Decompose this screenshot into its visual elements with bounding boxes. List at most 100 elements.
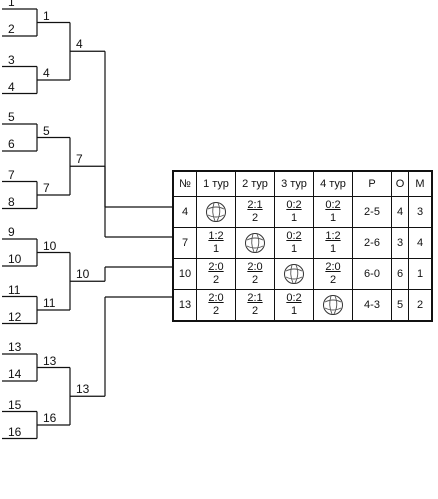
header-place: М: [408, 170, 433, 197]
round2-winner-label: 10: [76, 267, 90, 282]
round1-winner-label: 11: [43, 296, 56, 310]
total-points: 5: [391, 289, 409, 322]
match-points: 2: [251, 305, 259, 317]
seed-label: 12: [8, 309, 22, 324]
round1-winner-label: 1: [43, 8, 50, 23]
set-ratio: 2-6: [352, 227, 392, 259]
seed-label: 5: [8, 110, 15, 124]
total-points: 6: [391, 258, 409, 290]
set-score: 2:1: [247, 199, 263, 211]
seed-label: 14: [8, 367, 22, 381]
seed-label: 6: [8, 137, 15, 151]
header-round-3: 3 тур: [274, 170, 314, 197]
set-score: 1:2: [208, 230, 224, 242]
seed-label: 10: [8, 252, 22, 266]
seed-label: 1: [8, 0, 15, 9]
round1-winner-label: 4: [43, 66, 50, 80]
volleyball-icon: [274, 258, 314, 290]
header-points: О: [391, 170, 409, 197]
match-points: 2: [251, 274, 259, 286]
seed-label: 2: [8, 22, 15, 36]
final-place: 3: [408, 196, 433, 228]
team-number: 4: [172, 196, 197, 228]
volleyball-icon: [283, 263, 305, 285]
round2-winner-label: 7: [76, 152, 83, 167]
set-ratio: 6-0: [352, 258, 392, 290]
set-score: 0:2: [325, 199, 341, 211]
set-score: 2:0: [208, 292, 224, 304]
seed-label: 8: [8, 194, 15, 209]
seed-label: 9: [8, 225, 15, 239]
set-score: 0:2: [286, 230, 302, 242]
total-points: 4: [391, 196, 409, 228]
set-ratio: 4-3: [352, 289, 392, 322]
volleyball-icon: [244, 232, 266, 254]
volleyball-icon: [205, 201, 227, 223]
header-round-4: 4 тур: [313, 170, 353, 197]
match-points: 1: [212, 243, 220, 255]
seed-label: 11: [8, 282, 21, 297]
match-points: 2: [212, 274, 220, 286]
set-score: 1:2: [325, 230, 341, 242]
match-points: 2: [212, 305, 220, 317]
volleyball-icon: [322, 294, 344, 316]
volleyball-icon: [196, 196, 236, 228]
round1-winner-label: 7: [43, 181, 50, 195]
final-place: 2: [408, 289, 433, 322]
header-round-2: 2 тур: [235, 170, 275, 197]
round2-winner-label: 13: [76, 382, 90, 397]
total-points: 3: [391, 227, 409, 259]
seed-label: 3: [8, 52, 15, 67]
set-score: 2:0: [247, 261, 263, 273]
match-points: 1: [329, 243, 337, 255]
round2-winner-label: 4: [76, 37, 83, 52]
results-header-row: № 1 тур 2 тур 3 тур 4 тур Р О М: [172, 170, 433, 197]
match-points: 2: [251, 212, 259, 224]
match-points: 1: [290, 243, 298, 255]
header-round-1: 1 тур: [196, 170, 236, 197]
set-score: 0:2: [286, 199, 302, 211]
match-points: 1: [290, 305, 298, 317]
set-score: 2:0: [325, 261, 341, 273]
match-points: 1: [290, 212, 298, 224]
round1-winner-label: 16: [43, 411, 57, 425]
match-points: 2: [329, 274, 337, 286]
volleyball-icon: [313, 289, 353, 322]
seed-label: 4: [8, 79, 15, 94]
seed-label: 7: [8, 167, 15, 182]
seed-label: 16: [8, 424, 22, 439]
round1-winner-label: 13: [43, 353, 57, 368]
final-place: 1: [408, 258, 433, 290]
final-place: 4: [408, 227, 433, 259]
team-number: 10: [172, 258, 197, 290]
seed-label: 13: [8, 340, 22, 354]
set-score: 2:1: [247, 292, 263, 304]
match-points: 1: [329, 212, 337, 224]
set-score: 0:2: [286, 292, 302, 304]
round1-winner-label: 5: [43, 123, 50, 138]
volleyball-icon: [235, 227, 275, 259]
team-number: 13: [172, 289, 197, 322]
header-result: Р: [352, 170, 392, 197]
round1-winner-label: 10: [43, 238, 57, 253]
header-number: №: [172, 170, 197, 197]
team-number: 7: [172, 227, 197, 259]
